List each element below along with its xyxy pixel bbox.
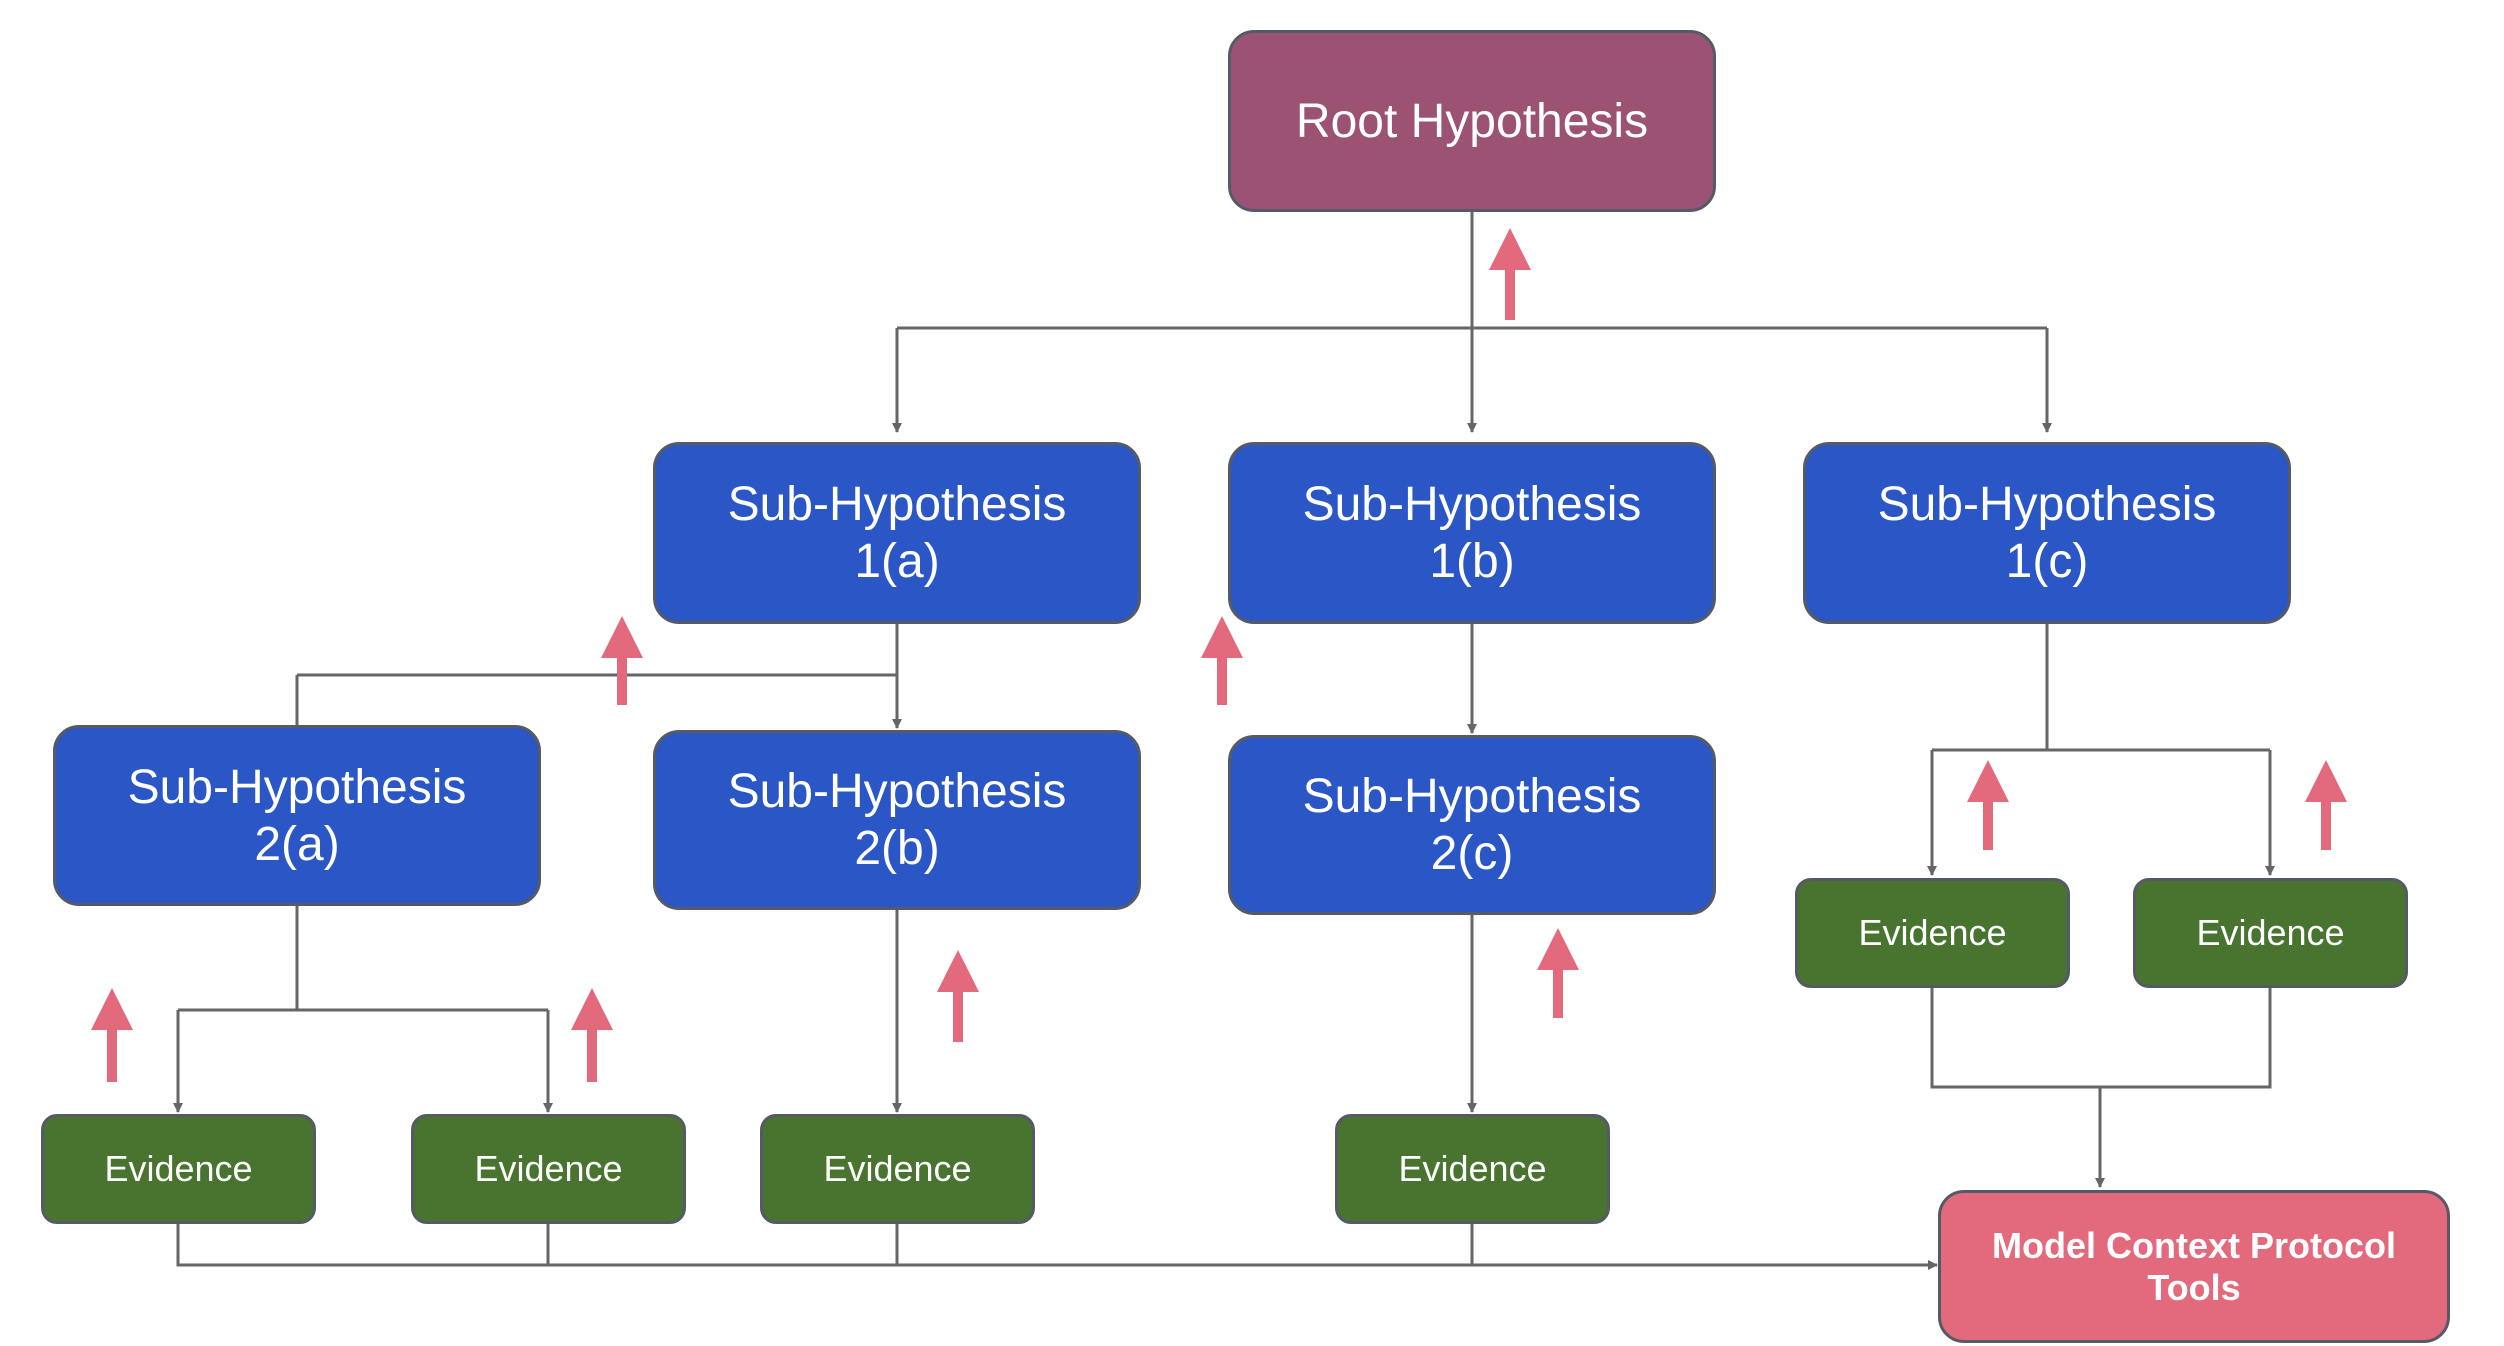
evidence-2b-node: Evidence bbox=[760, 1114, 1035, 1224]
up-arrow-icon-sub-2c bbox=[1537, 928, 1579, 1018]
evidence-2c-node: Evidence bbox=[1335, 1114, 1610, 1224]
up-arrow-icon-sub-1c-left bbox=[1967, 760, 2009, 850]
up-arrow-icon-sub-1c-right bbox=[2305, 760, 2347, 850]
evidence-2a-right-node: Evidence bbox=[411, 1114, 686, 1224]
connector-evidence-bus bbox=[176, 1224, 1938, 1270]
sub-hypothesis-1c-node: Sub-Hypothesis 1(c) bbox=[1803, 442, 2291, 624]
evidence-1c-right-label: Evidence bbox=[2196, 912, 2345, 953]
sub-hypothesis-2c-label: Sub-Hypothesis 2(c) bbox=[1302, 770, 1642, 880]
sub-hypothesis-1a-node: Sub-Hypothesis 1(a) bbox=[653, 442, 1141, 624]
evidence-2a-right-label: Evidence bbox=[474, 1148, 623, 1189]
evidence-1c-right-node: Evidence bbox=[2133, 878, 2408, 988]
sub-hypothesis-2b-label: Sub-Hypothesis 2(b) bbox=[727, 765, 1067, 875]
sub-hypothesis-2a-node: Sub-Hypothesis 2(a) bbox=[53, 725, 541, 906]
mcp-tools-node: Model Context Protocol Tools bbox=[1938, 1190, 2450, 1343]
sub-hypothesis-1c-label: Sub-Hypothesis 1(c) bbox=[1877, 478, 2217, 588]
evidence-2b-label: Evidence bbox=[823, 1148, 972, 1189]
evidence-2a-left-label: Evidence bbox=[104, 1148, 253, 1189]
up-arrow-icon-sub-2b bbox=[937, 950, 979, 1042]
up-arrow-icon-sub-1b bbox=[1201, 616, 1243, 705]
connector-evidence-1c-merge bbox=[1930, 988, 2272, 1089]
sub-hypothesis-1b-label: Sub-Hypothesis 1(b) bbox=[1302, 478, 1642, 588]
up-arrow-icon-sub-2a-left bbox=[91, 988, 133, 1082]
up-arrow-icon-root bbox=[1489, 228, 1531, 320]
sub-hypothesis-1a-label: Sub-Hypothesis 1(a) bbox=[727, 478, 1067, 588]
evidence-2a-left-node: Evidence bbox=[41, 1114, 316, 1224]
evidence-2c-label: Evidence bbox=[1398, 1148, 1547, 1189]
evidence-1c-left-node: Evidence bbox=[1795, 878, 2070, 988]
root-hypothesis-label: Root Hypothesis bbox=[1295, 94, 1649, 148]
up-arrow-icon-sub-2a-right bbox=[571, 988, 613, 1082]
sub-hypothesis-1b-node: Sub-Hypothesis 1(b) bbox=[1228, 442, 1716, 624]
sub-hypothesis-2b-node: Sub-Hypothesis 2(b) bbox=[653, 730, 1141, 910]
sub-hypothesis-2a-label: Sub-Hypothesis 2(a) bbox=[127, 760, 467, 871]
evidence-1c-left-label: Evidence bbox=[1858, 912, 2007, 953]
sub-hypothesis-2c-node: Sub-Hypothesis 2(c) bbox=[1228, 735, 1716, 915]
mcp-tools-label: Model Context Protocol Tools bbox=[1992, 1224, 2396, 1308]
root-hypothesis-node: Root Hypothesis bbox=[1228, 30, 1716, 212]
up-arrow-icon-sub-1a bbox=[601, 616, 643, 705]
